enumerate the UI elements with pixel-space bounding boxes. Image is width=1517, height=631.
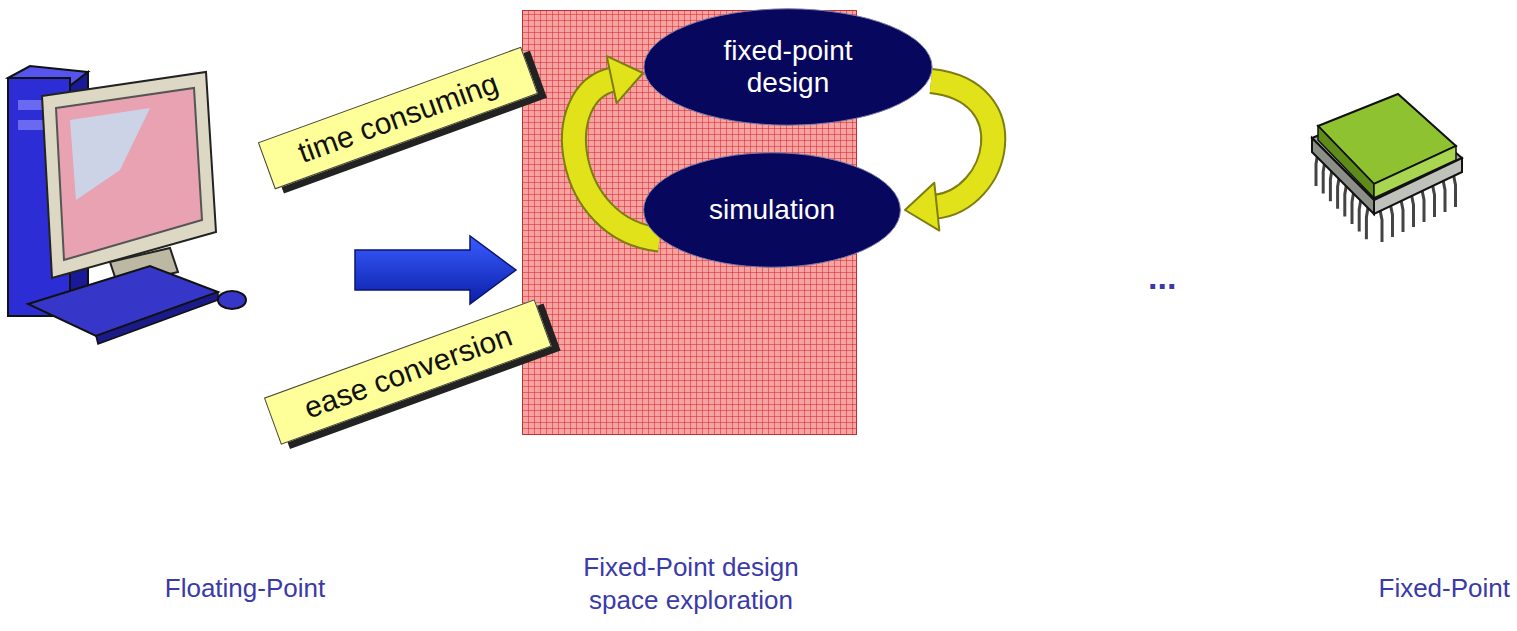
callout-tag: time consuming xyxy=(258,47,538,190)
chip-pin xyxy=(1366,205,1368,239)
connector-arrow xyxy=(355,236,516,304)
chip-pin xyxy=(1412,195,1414,227)
arrow-head xyxy=(607,56,643,103)
chip-pin xyxy=(1380,210,1382,242)
caption: Fixed-Point design space exploration xyxy=(566,551,816,616)
connector-arrow xyxy=(905,81,993,231)
process-ellipse: fixed-point design xyxy=(641,7,935,127)
process-ellipse: simulation xyxy=(641,151,903,269)
chip-pin xyxy=(1433,185,1435,217)
arc-shaft xyxy=(931,81,993,207)
process-label: fixed-point design xyxy=(693,35,883,99)
ellipsis: ... xyxy=(1148,258,1176,297)
chip-pin xyxy=(1422,190,1424,222)
caption: Fixed-Point xyxy=(1300,572,1510,605)
chip-pin xyxy=(1359,198,1361,232)
callout-tag: ease conversion xyxy=(264,299,552,445)
caption: Floating-Point xyxy=(130,572,360,605)
exploration-region: Fixed-Point design space explorationfixe… xyxy=(522,10,857,435)
chip-pin xyxy=(1454,175,1456,207)
chip-node: Fixed-Point xyxy=(1300,80,1510,620)
arc-outline xyxy=(931,81,993,207)
arrow-head xyxy=(905,183,939,231)
block-arrow xyxy=(355,236,516,304)
chip-pin xyxy=(1391,205,1393,237)
chip-pin xyxy=(1401,200,1403,232)
chip-pin xyxy=(1443,180,1445,212)
chip-icon xyxy=(1312,94,1462,242)
computer-icon xyxy=(8,66,246,344)
process-label: simulation xyxy=(709,194,835,226)
